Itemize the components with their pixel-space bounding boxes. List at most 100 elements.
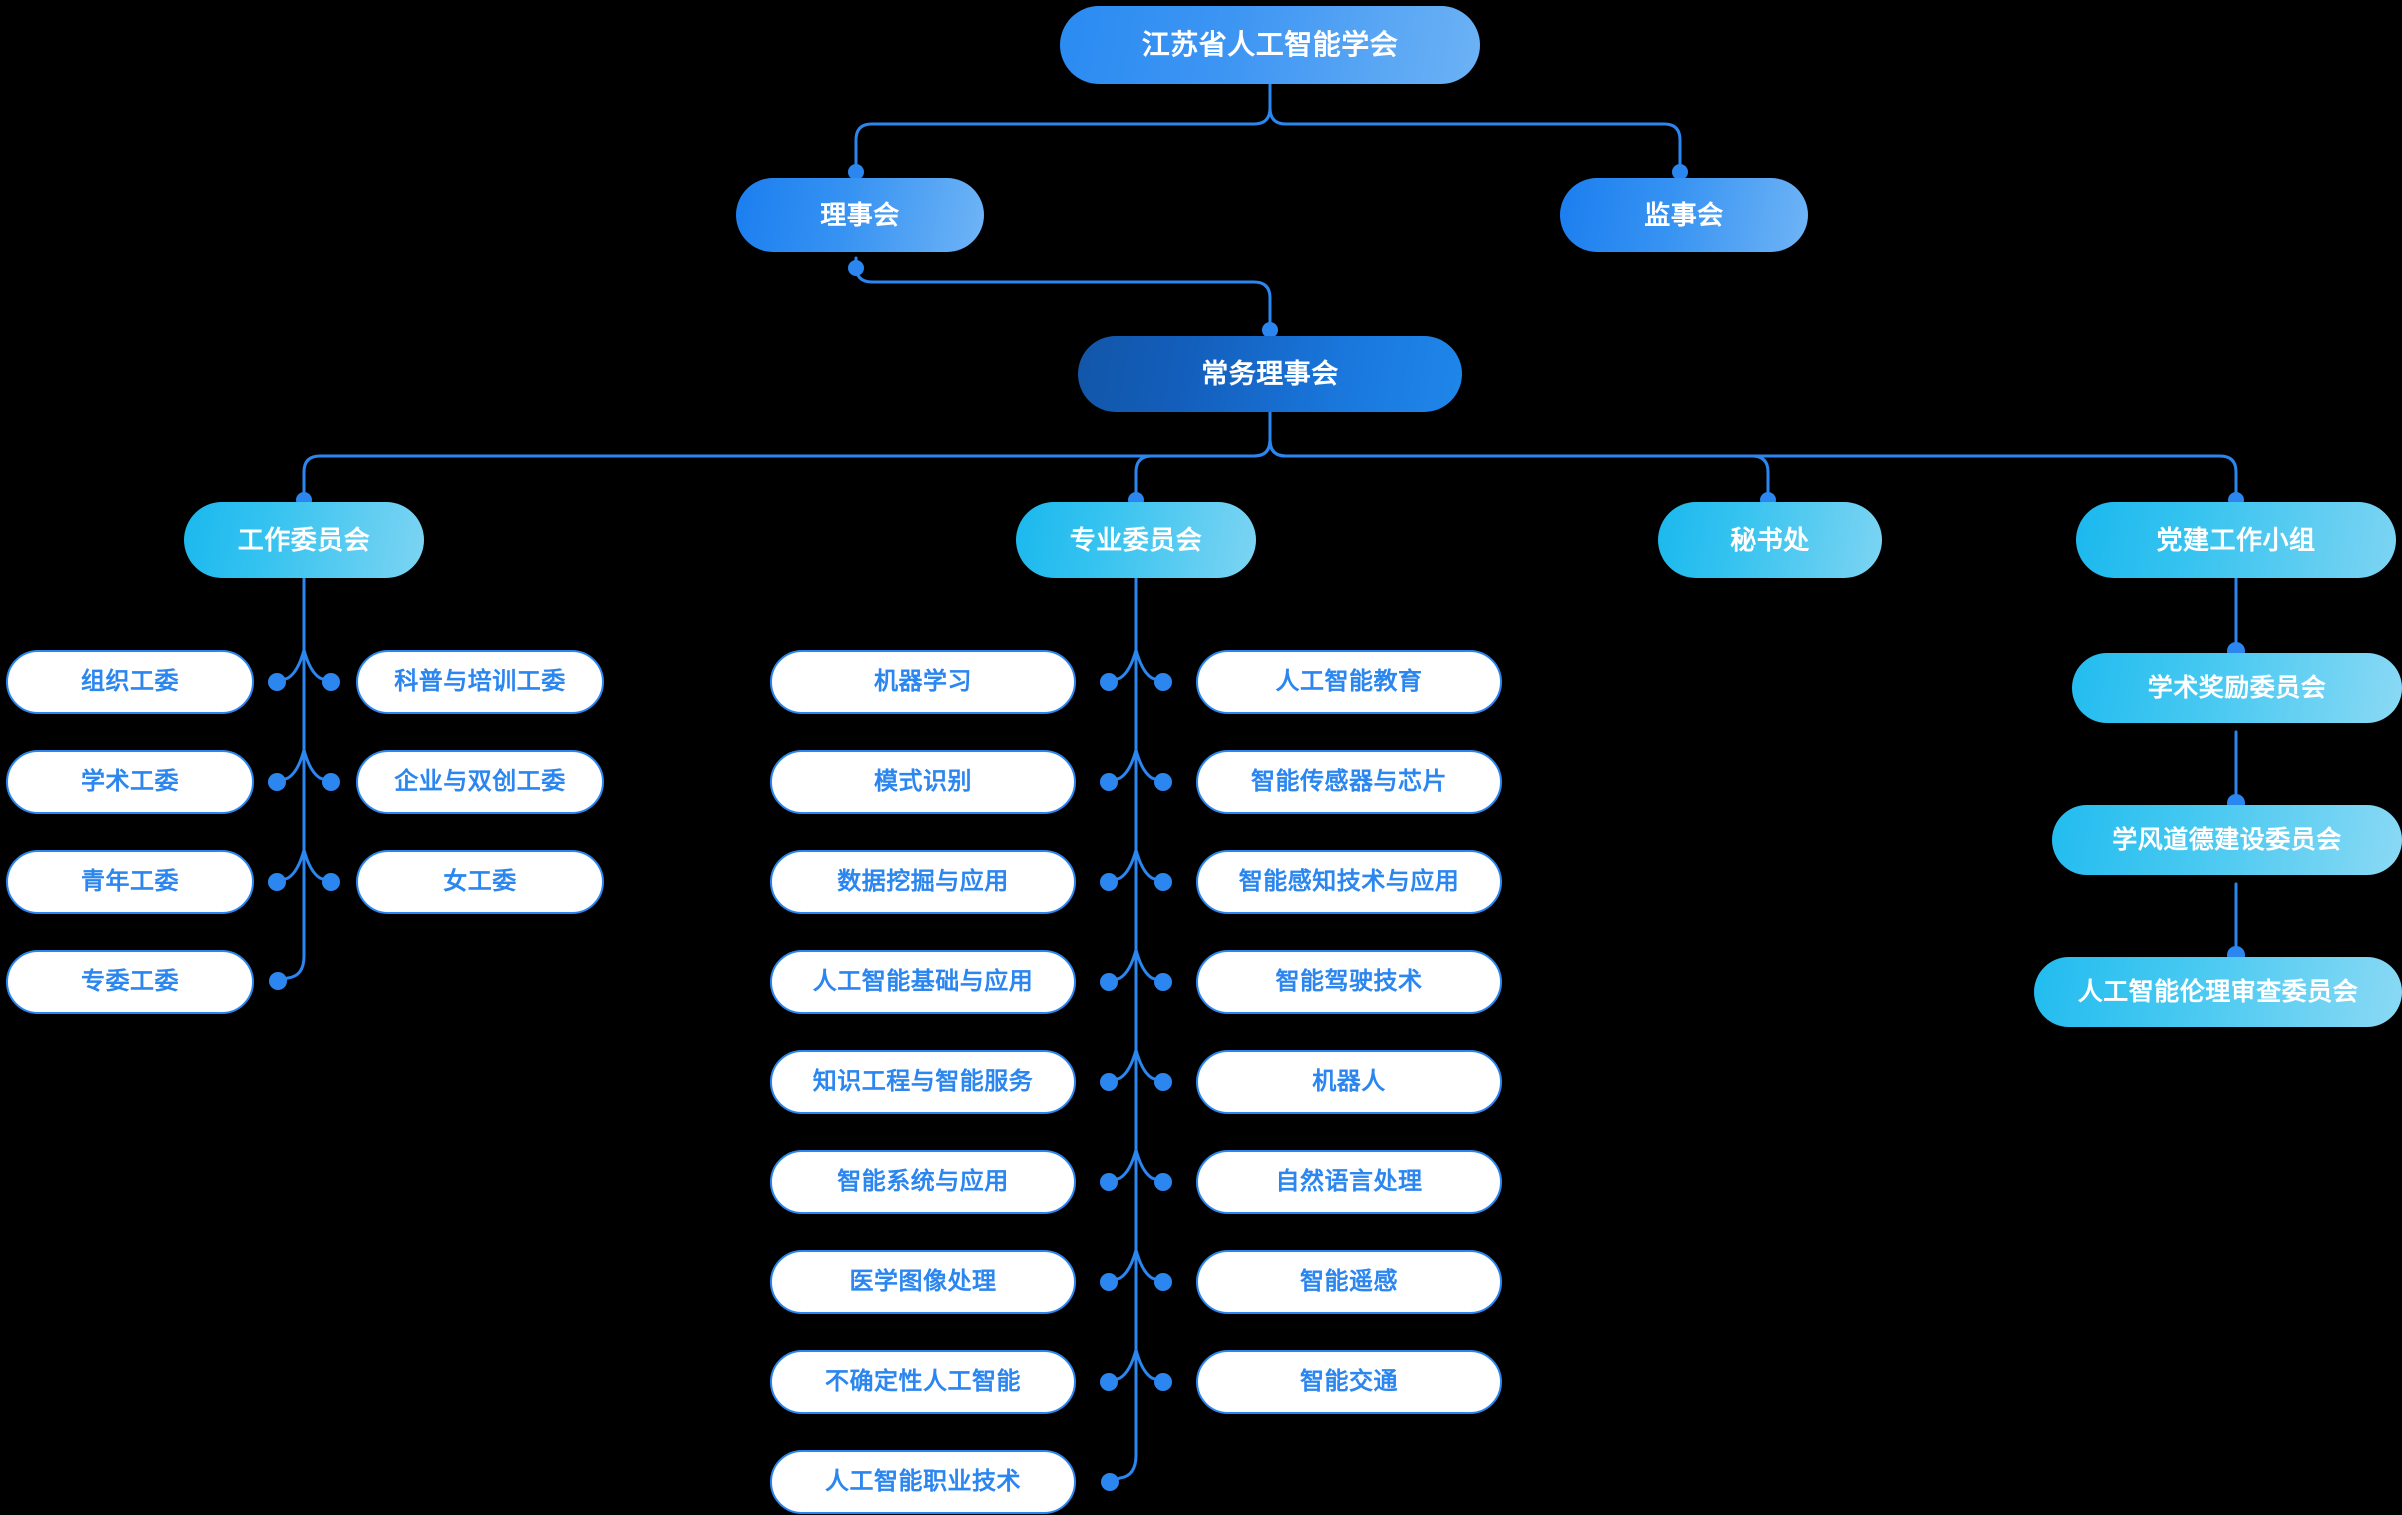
wire-work-row1-right bbox=[302, 648, 330, 683]
wire-prof-row3-left bbox=[1110, 848, 1138, 883]
node-work-left-4[interactable]: 专委工委 bbox=[6, 950, 254, 1014]
wire-dot-prof-tail bbox=[1101, 1473, 1119, 1491]
node-work-left-3[interactable]: 青年工委 bbox=[6, 850, 254, 914]
wire-prof-row8-right bbox=[1134, 1348, 1162, 1383]
node-board-of-supervisors[interactable]: 监事会 bbox=[1560, 178, 1808, 252]
node-label: 组织工委 bbox=[81, 668, 179, 695]
node-work-left-2[interactable]: 学术工委 bbox=[6, 750, 254, 814]
node-prof-left-2[interactable]: 模式识别 bbox=[770, 750, 1076, 814]
node-party-child-1[interactable]: 学术奖励委员会 bbox=[2072, 653, 2402, 723]
node-work-right-3[interactable]: 女工委 bbox=[356, 850, 604, 914]
node-label: 数据挖掘与应用 bbox=[837, 868, 1009, 895]
node-party-child-3[interactable]: 人工智能伦理审查委员会 bbox=[2034, 957, 2402, 1027]
node-work-right-1[interactable]: 科普与培训工委 bbox=[356, 650, 604, 714]
wire-dot-p1r bbox=[1154, 673, 1172, 691]
wire-dot-p2l bbox=[1100, 773, 1118, 791]
node-label: 工作委员会 bbox=[237, 525, 371, 555]
wire-standing-to-party bbox=[1268, 438, 2238, 502]
wire-dot-w3r bbox=[322, 873, 340, 891]
node-label: 智能感知技术与应用 bbox=[1238, 868, 1460, 895]
wire-dot-p7r bbox=[1154, 1273, 1172, 1291]
node-label: 专业委员会 bbox=[1069, 525, 1203, 555]
wire-dot-w2r bbox=[322, 773, 340, 791]
node-label: 知识工程与智能服务 bbox=[812, 1068, 1034, 1095]
node-prof-left-8[interactable]: 不确定性人工智能 bbox=[770, 1350, 1076, 1414]
wire-dot-p6r bbox=[1154, 1173, 1172, 1191]
node-label: 专委工委 bbox=[81, 968, 179, 995]
node-work-right-2[interactable]: 企业与双创工委 bbox=[356, 750, 604, 814]
node-prof-right-5[interactable]: 机器人 bbox=[1196, 1050, 1502, 1114]
node-label: 人工智能伦理审查委员会 bbox=[2077, 977, 2359, 1006]
node-professional-committee[interactable]: 专业委员会 bbox=[1016, 502, 1256, 578]
node-work-committee[interactable]: 工作委员会 bbox=[184, 502, 424, 578]
wire-prof-row3-right bbox=[1134, 848, 1162, 883]
node-label: 模式识别 bbox=[874, 768, 972, 795]
wire-dot-p2r bbox=[1154, 773, 1172, 791]
wire-prof-row1-left bbox=[1110, 648, 1138, 683]
wire-prof-row1-right bbox=[1134, 648, 1162, 683]
wire-dot-p4l bbox=[1100, 973, 1118, 991]
wire-prof-row2-right bbox=[1134, 748, 1162, 783]
node-label: 青年工委 bbox=[81, 868, 179, 895]
node-label: 科普与培训工委 bbox=[394, 668, 566, 695]
node-label: 理事会 bbox=[820, 200, 900, 230]
node-label: 智能遥感 bbox=[1300, 1268, 1398, 1295]
wire-prof-row2-left bbox=[1110, 748, 1138, 783]
node-prof-left-9[interactable]: 人工智能职业技术 bbox=[770, 1450, 1076, 1514]
wire-prof-row7-right bbox=[1134, 1248, 1162, 1283]
wire-prof-row5-left bbox=[1110, 1048, 1138, 1083]
node-label: 自然语言处理 bbox=[1275, 1168, 1423, 1195]
wire-work-row3-left bbox=[278, 848, 306, 883]
wire-dot-w1l bbox=[268, 673, 286, 691]
wire-standing-to-sec bbox=[1268, 438, 1770, 502]
node-prof-left-1[interactable]: 机器学习 bbox=[770, 650, 1076, 714]
node-prof-right-7[interactable]: 智能遥感 bbox=[1196, 1250, 1502, 1314]
wire-prof-row7-left bbox=[1110, 1248, 1138, 1283]
node-root-society[interactable]: 江苏省人工智能学会 bbox=[1060, 6, 1480, 84]
wire-dot-p5r bbox=[1154, 1073, 1172, 1091]
wire-work-row3-right bbox=[302, 848, 330, 883]
wire-work-row1-left bbox=[278, 648, 306, 683]
wire-dot-p6l bbox=[1100, 1173, 1118, 1191]
node-work-left-1[interactable]: 组织工委 bbox=[6, 650, 254, 714]
node-label: 智能交通 bbox=[1300, 1368, 1398, 1395]
wire-dot-p3r bbox=[1154, 873, 1172, 891]
node-label: 学术奖励委员会 bbox=[2147, 673, 2327, 702]
node-label: 学术工委 bbox=[81, 768, 179, 795]
wire-prof-row6-left bbox=[1110, 1148, 1138, 1183]
node-label: 机器人 bbox=[1312, 1068, 1386, 1095]
wire-standing-to-work bbox=[302, 438, 1272, 502]
node-party-child-2[interactable]: 学风道德建设委员会 bbox=[2052, 805, 2402, 875]
wire-prof-row6-right bbox=[1134, 1148, 1162, 1183]
node-label: 监事会 bbox=[1644, 200, 1724, 230]
wire-dot-p4r bbox=[1154, 973, 1172, 991]
node-label: 人工智能基础与应用 bbox=[812, 968, 1034, 995]
node-prof-right-6[interactable]: 自然语言处理 bbox=[1196, 1150, 1502, 1214]
wire-prof-row8-left bbox=[1110, 1348, 1138, 1383]
node-prof-right-2[interactable]: 智能传感器与芯片 bbox=[1196, 750, 1502, 814]
node-party-work-group[interactable]: 党建工作小组 bbox=[2076, 502, 2396, 578]
node-prof-right-4[interactable]: 智能驾驶技术 bbox=[1196, 950, 1502, 1014]
wire-work-row2-left bbox=[278, 748, 306, 783]
node-prof-right-1[interactable]: 人工智能教育 bbox=[1196, 650, 1502, 714]
node-label: 常务理事会 bbox=[1201, 358, 1339, 389]
node-prof-left-5[interactable]: 知识工程与智能服务 bbox=[770, 1050, 1076, 1114]
wire-prof-row5-right bbox=[1134, 1048, 1162, 1083]
node-prof-left-3[interactable]: 数据挖掘与应用 bbox=[770, 850, 1076, 914]
node-label: 秘书处 bbox=[1730, 525, 1810, 555]
node-prof-left-6[interactable]: 智能系统与应用 bbox=[770, 1150, 1076, 1214]
wire-root-to-supervisor bbox=[1268, 82, 1682, 174]
node-label: 江苏省人工智能学会 bbox=[1141, 29, 1399, 60]
node-prof-right-3[interactable]: 智能感知技术与应用 bbox=[1196, 850, 1502, 914]
wire-board-to-standing bbox=[854, 256, 1272, 332]
node-label: 医学图像处理 bbox=[849, 1268, 997, 1295]
node-prof-left-4[interactable]: 人工智能基础与应用 bbox=[770, 950, 1076, 1014]
node-prof-right-8[interactable]: 智能交通 bbox=[1196, 1350, 1502, 1414]
node-label: 智能传感器与芯片 bbox=[1251, 768, 1447, 795]
node-prof-left-7[interactable]: 医学图像处理 bbox=[770, 1250, 1076, 1314]
node-standing-council[interactable]: 常务理事会 bbox=[1078, 336, 1462, 412]
node-secretariat[interactable]: 秘书处 bbox=[1658, 502, 1882, 578]
wire-dot-w1r bbox=[322, 673, 340, 691]
node-board-of-directors[interactable]: 理事会 bbox=[736, 178, 984, 252]
